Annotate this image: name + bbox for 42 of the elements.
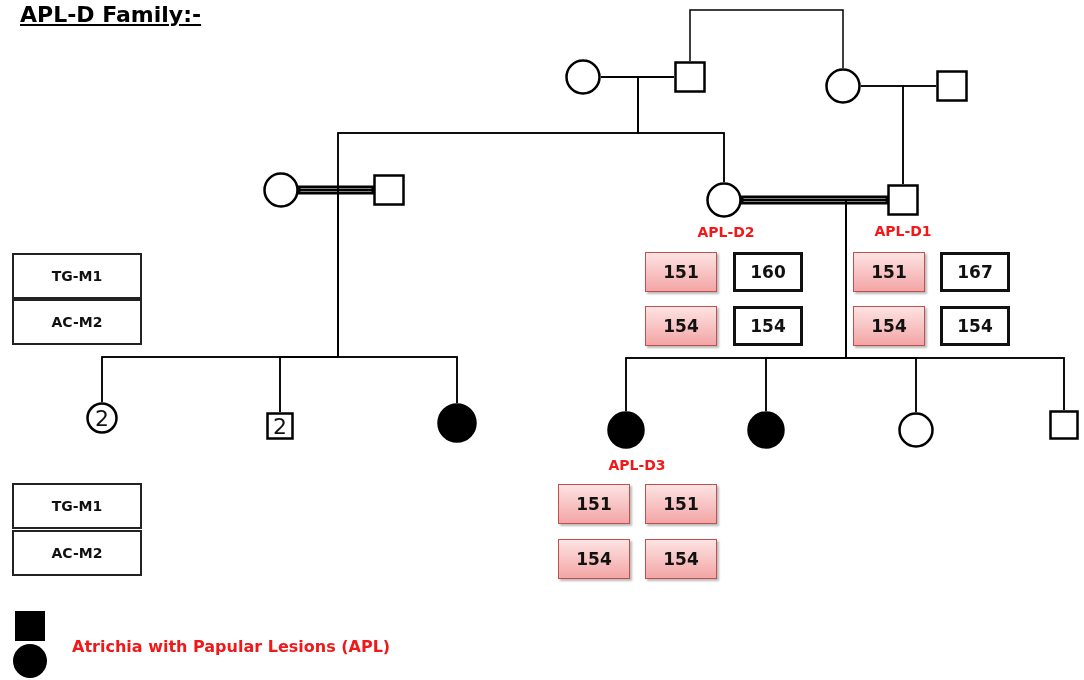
- female-symbol: [825, 68, 861, 104]
- female-symbol: 2: [86, 402, 118, 434]
- allele-box: 154: [853, 306, 925, 346]
- male-symbol: [1049, 410, 1079, 440]
- consanguineous-marriage-line: [297, 185, 375, 195]
- allele-box: 167: [940, 252, 1010, 292]
- marker-label-box: TG-M1: [12, 483, 142, 529]
- allele-box: 151: [558, 484, 630, 524]
- sample-id-label: APL-D2: [697, 224, 755, 240]
- female-symbol: [565, 59, 601, 95]
- marker-label-box: AC-M2: [12, 530, 142, 576]
- allele-box: 160: [733, 252, 803, 292]
- female-symbol: [706, 182, 742, 218]
- pedigree-line: [845, 199, 1065, 411]
- allele-box: 154: [940, 306, 1010, 346]
- allele-box: 151: [645, 252, 717, 292]
- allele-box: 154: [558, 539, 630, 579]
- pedigree-line: [637, 76, 725, 183]
- affected-female-symbol: [607, 411, 645, 449]
- pedigree-line: [689, 9, 844, 69]
- male-symbol: [887, 184, 919, 216]
- allele-box: 151: [645, 484, 717, 524]
- consanguineous-marriage-line: [740, 195, 889, 205]
- sample-id-label: APL-D1: [874, 223, 932, 239]
- male-symbol: [674, 61, 706, 93]
- marker-label-box: TG-M1: [12, 253, 142, 299]
- affected-female-symbol: [747, 411, 785, 449]
- male-symbol: 2: [266, 412, 294, 440]
- allele-box: 151: [853, 252, 925, 292]
- marker-label-box: AC-M2: [12, 299, 142, 345]
- allele-box: 154: [645, 306, 717, 346]
- male-symbol: [936, 70, 968, 102]
- female-symbol: [898, 412, 934, 448]
- pedigree-line: [902, 85, 937, 185]
- title: APL-D Family:-: [20, 2, 202, 27]
- female-symbol: [263, 172, 299, 208]
- affected-female-symbol: [437, 403, 477, 443]
- allele-box: 154: [645, 539, 717, 579]
- male-symbol: [373, 174, 405, 206]
- sample-id-label: APL-D3: [608, 457, 666, 473]
- legend-text: Atrichia with Papular Lesions (APL): [72, 637, 391, 656]
- allele-box: 154: [733, 306, 803, 346]
